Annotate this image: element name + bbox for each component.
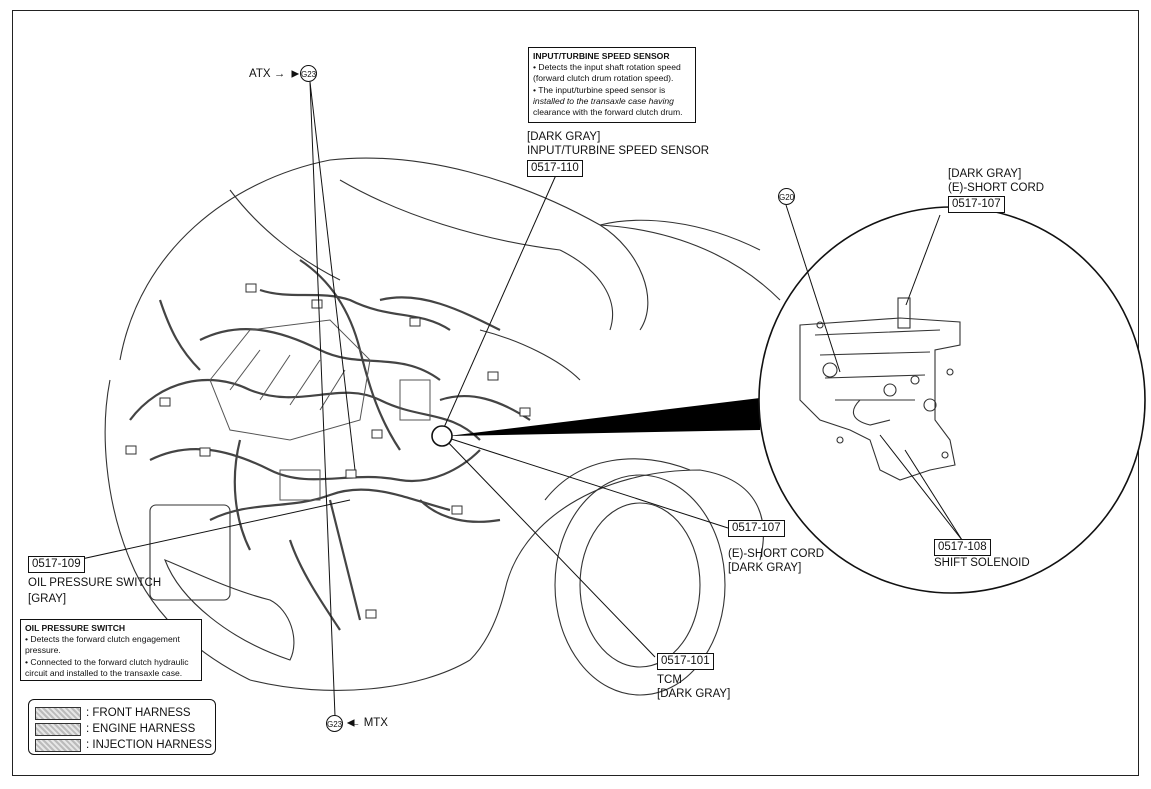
input-sensor-color: [DARK GRAY] <box>527 131 601 143</box>
shift-solenoid-name: SHIFT SOLENOID <box>934 557 1030 569</box>
atx-label: ATX → <box>249 68 286 80</box>
shift-solenoid-code: 0517-108 <box>934 539 991 556</box>
oil-switch-note-line: circuit and installed to the transaxle c… <box>25 667 183 678</box>
input-sensor-note-line: (forward clutch drum rotation speed). <box>533 73 674 84</box>
ground-g20: G20 <box>778 188 795 205</box>
oil-switch-note-line: pressure. <box>25 645 61 656</box>
oil-switch-note: OIL PRESSURE SWITCH • Detects the forwar… <box>20 619 202 681</box>
oil-switch-note-title: OIL PRESSURE SWITCH <box>25 623 126 633</box>
leader-lines <box>67 81 729 717</box>
input-sensor-name: INPUT/TURBINE SPEED SENSOR <box>527 145 710 157</box>
input-sensor-code: 0517-110 <box>527 160 583 177</box>
legend-item: : INJECTION HARNESS <box>35 738 212 752</box>
oil-switch-code: 0517-109 <box>28 556 85 573</box>
tcm-name: TCM <box>657 674 682 686</box>
oil-switch-name: OIL PRESSURE SWITCH <box>28 577 162 589</box>
ground-arrows <box>291 70 355 727</box>
oil-switch-note-line: • Connected to the forward clutch hydrau… <box>25 656 189 667</box>
input-sensor-note-line: clearance with the forward clutch drum. <box>533 107 683 118</box>
connector-blocks <box>125 283 531 619</box>
front-harness-swatch <box>35 706 81 720</box>
detail-circle <box>758 206 1146 594</box>
input-sensor-note: INPUT/TURBINE SPEED SENSOR • Detects the… <box>528 47 696 123</box>
engine-outline <box>209 319 431 501</box>
valve-body <box>799 297 961 481</box>
legend-label: : INJECTION HARNESS <box>86 739 212 751</box>
legend-item: : FRONT HARNESS <box>35 706 191 720</box>
tcm-code: 0517-101 <box>657 653 714 670</box>
legend-label: : FRONT HARNESS <box>86 707 191 719</box>
oil-switch-note-line: • Detects the forward clutch engagement <box>25 634 180 645</box>
engine-harness-swatch <box>35 722 81 736</box>
detail-leader-lines <box>785 204 963 541</box>
tcm-color: [DARK GRAY] <box>657 688 731 700</box>
ground-g23-top: G23 <box>300 65 317 82</box>
mtx-label: ← MTX <box>349 717 388 729</box>
short-cord-mid-color: [DARK GRAY] <box>728 562 802 574</box>
short-cord-top-code: 0517-107 <box>948 196 1005 213</box>
short-cord-top-color: [DARK GRAY] <box>948 168 1022 180</box>
zoom-wedge <box>448 398 760 436</box>
harness-legend: : FRONT HARNESS : ENGINE HARNESS : INJEC… <box>28 699 216 755</box>
injection-harness-swatch <box>35 738 81 752</box>
legend-item: : ENGINE HARNESS <box>35 722 195 736</box>
input-sensor-note-line: • The input/turbine speed sensor is <box>533 84 666 95</box>
sensor-location-marker <box>431 425 453 447</box>
short-cord-mid-code: 0517-107 <box>728 520 785 537</box>
legend-label: : ENGINE HARNESS <box>86 723 196 735</box>
ground-g23-bottom: G23 <box>326 715 343 732</box>
input-sensor-note-line: installed to the transaxle case having <box>533 95 674 106</box>
vehicle-outline <box>104 157 781 696</box>
oil-switch-color: [GRAY] <box>28 593 67 605</box>
short-cord-mid-name: (E)-SHORT CORD <box>728 548 825 560</box>
short-cord-top-name: (E)-SHORT CORD <box>948 182 1045 194</box>
input-sensor-note-line: • Detects the input shaft rotation speed <box>533 62 681 73</box>
input-sensor-note-title: INPUT/TURBINE SPEED SENSOR <box>533 51 670 61</box>
